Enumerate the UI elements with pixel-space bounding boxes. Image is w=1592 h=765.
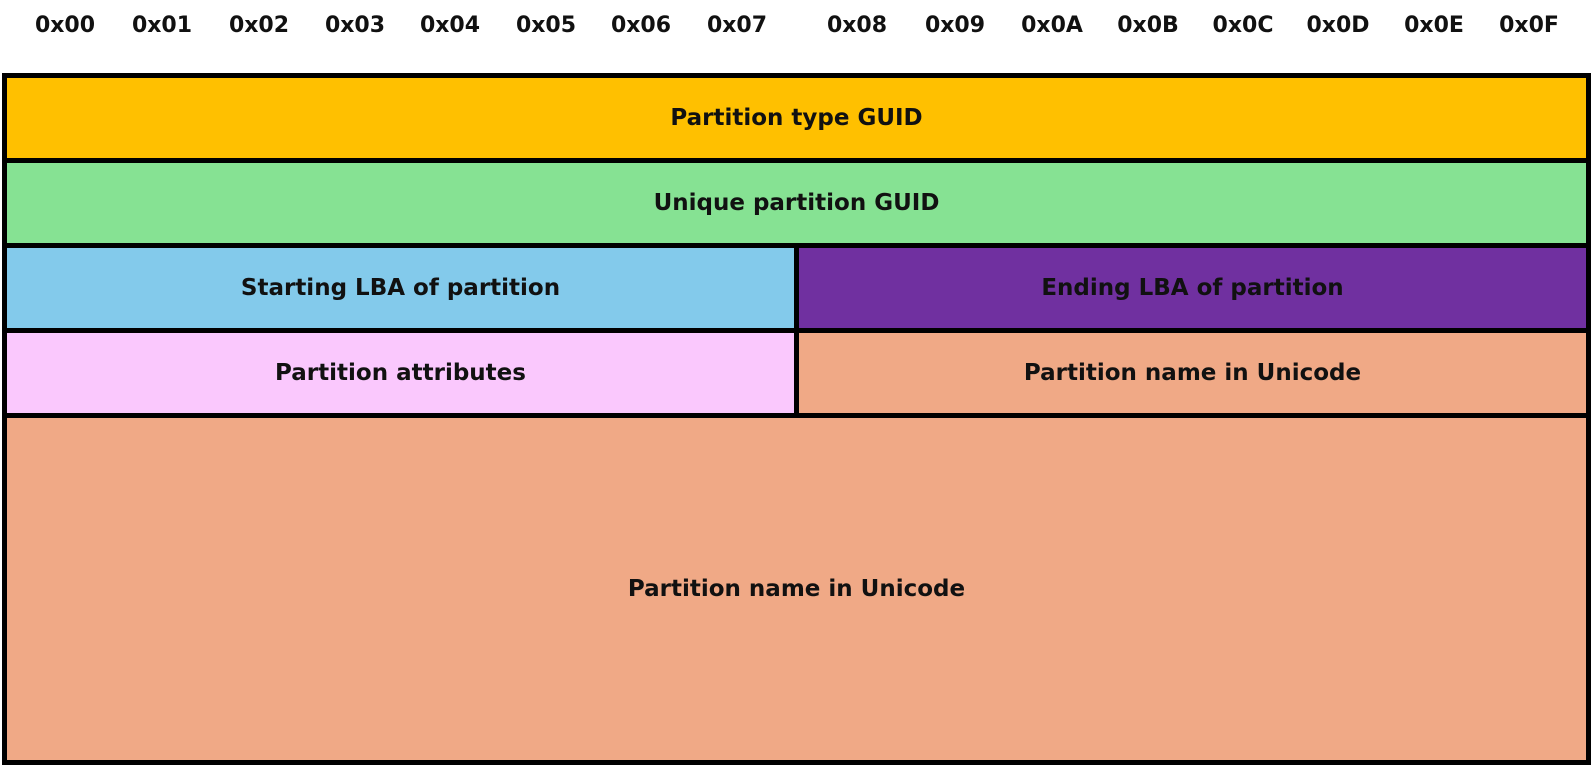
offset-label-0x05: 0x05 [515,13,577,38]
partition-name-first-label: Partition name in Unicode [1023,360,1362,386]
partition-name-first-field: Partition name in Unicode [794,328,1591,418]
offset-label-0x01: 0x01 [131,13,193,38]
offset-label-0x08: 0x08 [826,13,888,38]
offset-label-0x0D: 0x0D [1306,13,1370,38]
partition-attributes-field: Partition attributes [2,328,799,418]
unique-partition-guid-field: Unique partition GUID [2,158,1591,248]
offset-label-0x07: 0x07 [706,13,768,38]
offset-label-0x09: 0x09 [924,13,986,38]
partition-attributes-label: Partition attributes [275,360,526,386]
starting-lba-label: Starting LBA of partition [240,275,561,301]
offset-label-0x0C: 0x0C [1212,13,1274,38]
ending-lba-field: Ending LBA of partition [794,243,1591,333]
offset-label-0x0A: 0x0A [1021,13,1083,38]
starting-lba-field: Starting LBA of partition [2,243,799,333]
partition-type-guid-field: Partition type GUID [2,73,1591,163]
ending-lba-label: Ending LBA of partition [1041,275,1344,301]
offset-label-0x0B: 0x0B [1117,13,1179,38]
offset-label-0x04: 0x04 [419,13,481,38]
offset-label-0x0F: 0x0F [1499,13,1559,38]
offset-label-0x06: 0x06 [610,13,672,38]
partition-name-rest-field: Partition name in Unicode [2,413,1591,765]
offset-label-0x02: 0x02 [228,13,290,38]
offset-label-0x00: 0x00 [34,13,96,38]
offset-label-0x03: 0x03 [324,13,386,38]
unique-partition-guid-label: Unique partition GUID [653,190,940,216]
offset-label-0x0E: 0x0E [1404,13,1464,38]
partition-name-rest-label: Partition name in Unicode [627,576,966,602]
partition-type-guid-label: Partition type GUID [670,105,923,131]
